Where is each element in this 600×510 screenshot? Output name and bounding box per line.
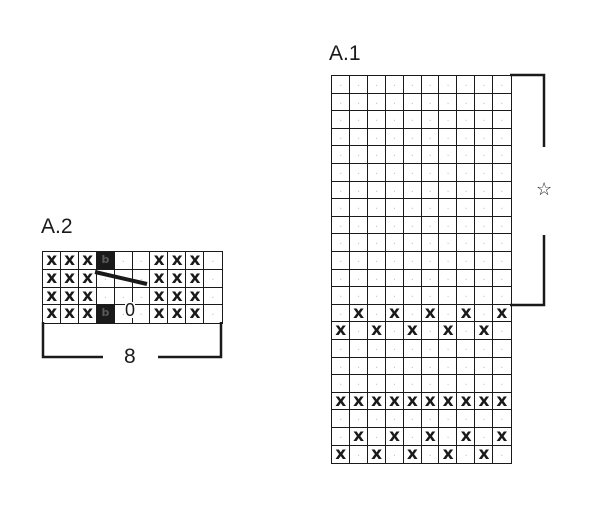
a2-empty-cell: . bbox=[203, 304, 223, 324]
a2-width-bracket bbox=[41, 322, 223, 359]
a2-cable-line bbox=[94, 270, 148, 286]
chart-a1-title: A.1 bbox=[329, 42, 361, 65]
chart-a2-title: A.2 bbox=[41, 215, 73, 238]
a1-cross-cell: x bbox=[492, 427, 512, 447]
a2-cross-cell: x bbox=[185, 304, 205, 324]
a2-cross-cell: x bbox=[167, 304, 187, 324]
a2-yarn-over-symbol: 0 bbox=[125, 300, 136, 320]
a2-cross-cell: x bbox=[42, 304, 62, 324]
a1-repeat-star-icon: ☆ bbox=[536, 179, 553, 199]
a2-width-label: 8 bbox=[124, 345, 136, 368]
a2-no-stitch-cell: b bbox=[95, 304, 116, 324]
a1-empty-cell: . bbox=[348, 444, 369, 464]
a1-repeat-bracket bbox=[510, 73, 546, 307]
a1-empty-cell: . bbox=[492, 444, 512, 464]
